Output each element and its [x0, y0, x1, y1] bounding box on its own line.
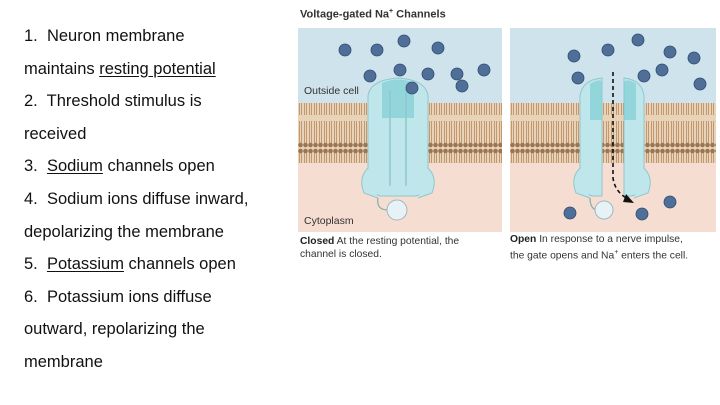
step-text: outward, repolarizing the — [24, 320, 205, 339]
step-number: 5. — [24, 255, 47, 274]
sodium-ion — [405, 81, 419, 95]
sodium-ion — [601, 43, 615, 57]
sodium-ion — [431, 41, 445, 55]
step-6-line: 6. Potassium ions diffuse — [24, 281, 284, 314]
step-2-line: 2. Threshold stimulus is — [24, 85, 284, 118]
closed-channel-protein — [361, 77, 435, 199]
figure-title: Voltage-gated Na+ Channels — [300, 8, 446, 21]
step-number: 2. — [24, 92, 47, 111]
step-text: depolarizing the membrane — [24, 222, 224, 241]
sodium-ion — [663, 45, 677, 59]
step-5-line: 5. Potassium channels open — [24, 248, 284, 281]
step-6-line: outward, repolarizing the — [24, 313, 284, 346]
step-text: Neuron membrane — [46, 27, 185, 45]
step-2-line: received — [24, 118, 284, 151]
step-text: Potassium ions diffuse — [46, 287, 212, 306]
step-number: 4. — [24, 189, 47, 208]
ion-flow-arrow — [612, 72, 631, 201]
sodium-ion — [421, 67, 435, 81]
sodium-ion — [563, 206, 577, 220]
step-key-term: Sodium — [46, 157, 103, 176]
step-text: channels open — [123, 255, 236, 274]
open-caption: Open In response to a nerve impulse,the … — [510, 234, 689, 261]
sodium-ions-outside — [338, 34, 491, 95]
step-text: membrane — [24, 352, 103, 371]
sodium-ion — [693, 77, 707, 91]
sodium-ion — [370, 43, 384, 57]
step-key-term: resting potential — [99, 59, 216, 78]
sodium-ions — [563, 33, 707, 221]
open-channel-panel — [510, 28, 716, 232]
step-1-line: maintains resting potential — [24, 53, 284, 86]
step-1-line: 1. Neuron membrane — [24, 20, 284, 53]
inactivation-gate — [386, 199, 408, 221]
arrow-head-icon — [623, 194, 634, 203]
closed-channel-panel: Outside cell Cytoplasm — [298, 28, 502, 232]
sodium-ion — [567, 49, 581, 63]
sodium-ion — [450, 67, 464, 81]
step-3-line: 3. Sodium channels open — [24, 150, 284, 183]
step-number: 1. — [24, 27, 47, 45]
sodium-ion — [455, 79, 469, 93]
sodium-ion — [687, 51, 701, 65]
step-key-term: Potassium — [46, 255, 124, 274]
inactivation-gate — [594, 200, 614, 220]
step-text: received — [24, 124, 87, 143]
sodium-ion — [631, 33, 645, 47]
step-4-line: depolarizing the membrane — [24, 216, 284, 249]
sodium-ion — [393, 63, 407, 77]
label-outside-cell: Outside cell — [304, 85, 359, 97]
sodium-ion — [338, 43, 352, 57]
step-text: Threshold stimulus is — [46, 92, 202, 111]
sodium-ion — [477, 63, 491, 77]
sodium-ion — [635, 207, 649, 221]
sodium-ion — [397, 34, 411, 48]
sodium-ion — [363, 69, 377, 83]
lipid-bilayer — [510, 103, 716, 163]
sodium-ion — [663, 195, 677, 209]
step-4-line: 4. Sodium ions diffuse inward, — [24, 183, 284, 216]
step-text: Sodium ions diffuse inward, — [46, 189, 249, 208]
step-text: channels open — [102, 157, 215, 176]
step-number: 3. — [24, 157, 47, 176]
step-text: maintains — [24, 59, 100, 78]
sodium-ion — [571, 71, 585, 85]
sodium-channel-figure: Voltage-gated Na+ Channels — [296, 6, 720, 276]
sodium-ion — [655, 63, 669, 77]
open-channel-protein — [573, 77, 651, 199]
label-cytoplasm: Cytoplasm — [304, 215, 354, 227]
sodium-ion — [637, 69, 651, 83]
step-number: 6. — [24, 287, 47, 306]
step-6-line: membrane — [24, 346, 284, 379]
